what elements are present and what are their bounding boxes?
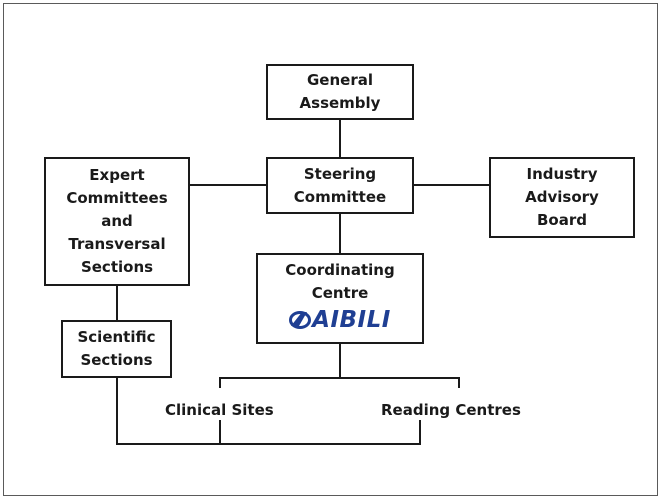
coordinating-centre-line-1: Coordinating: [285, 261, 395, 279]
coordinating-centre-line-2: Centre: [311, 284, 369, 302]
industry-board-line-3: Board: [537, 211, 587, 229]
scientific-sections-line-2: Sections: [80, 351, 153, 369]
expert-committees-line-1: Expert: [89, 166, 145, 184]
steering-committee-box: Steering Committee: [266, 157, 414, 214]
expert-committees-line-3: and: [101, 212, 133, 230]
expert-committees-box: Expert Committees and Transversal Sectio…: [44, 157, 190, 286]
aibili-logo-text: AIBILI: [312, 307, 391, 333]
industry-board-line-1: Industry: [526, 165, 598, 183]
coordinating-centre-box: Coordinating Centre AIBILI: [256, 253, 424, 344]
scientific-sections-box: Scientific Sections: [61, 320, 172, 378]
clinical-sites-label: Clinical Sites: [163, 400, 276, 420]
industry-advisory-board-box: Industry Advisory Board: [489, 157, 635, 238]
steering-committee-line-1: Steering: [303, 164, 377, 183]
expert-committees-line-2: Committees: [66, 189, 168, 207]
industry-board-line-2: Advisory: [525, 188, 599, 206]
expert-committees-line-4: Transversal: [68, 235, 166, 253]
steering-committee-line-2: Committee: [293, 187, 387, 206]
general-assembly-line-1: General: [307, 71, 373, 89]
aibili-logo-icon: [289, 311, 312, 329]
expert-committees-line-5: Sections: [80, 258, 154, 276]
aibili-logo: AIBILI: [289, 306, 391, 334]
scientific-sections-line-1: Scientific: [77, 328, 156, 346]
general-assembly-box: General Assembly: [266, 64, 414, 120]
general-assembly-line-2: Assembly: [299, 94, 381, 112]
reading-centres-label: Reading Centres: [379, 400, 523, 420]
